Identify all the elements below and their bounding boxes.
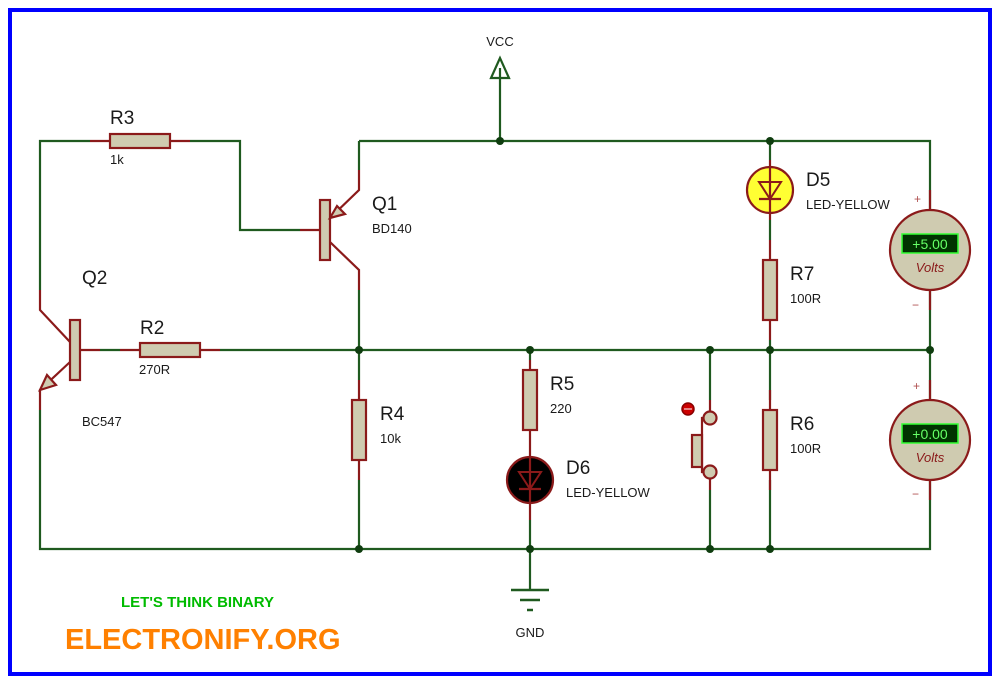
wires: [38, 68, 932, 590]
resistor-icon: [521, 368, 539, 432]
voltmeter-unit: Volts: [916, 260, 945, 275]
push-button-switch[interactable]: [681, 400, 718, 490]
gnd-terminal: GND: [511, 588, 549, 640]
r4-ref: R4: [380, 404, 405, 425]
junctions: [355, 137, 934, 553]
vcc-label: VCC: [486, 34, 513, 49]
d6-ref: D6: [566, 458, 590, 479]
emitter-arrow-icon: [37, 373, 58, 392]
tagline: LET'S THINK BINARY: [121, 594, 274, 611]
r2-ref: R2: [140, 318, 164, 339]
r5-value: 220: [550, 401, 572, 416]
r4-value: 10k: [380, 431, 401, 446]
gnd-label: GND: [516, 625, 545, 640]
resistor-r4[interactable]: R4 10k: [350, 380, 405, 480]
led-d5[interactable]: D5 LED-YELLOW: [745, 160, 891, 220]
q2-value: BC547: [82, 414, 122, 429]
r2-value: 270R: [139, 362, 170, 377]
sheet-border: [8, 8, 992, 676]
r7-value: 100R: [790, 291, 821, 306]
transistor-icon: [318, 198, 332, 262]
plus-terminal: +: [914, 192, 921, 206]
resistor-r3[interactable]: R3 1k: [90, 108, 190, 167]
voltmeter-display: [901, 423, 959, 444]
r6-ref: R6: [790, 414, 814, 435]
wire-r3-q1b: [190, 139, 300, 232]
vcc-arrow-icon: [489, 55, 511, 80]
r5-ref: R5: [550, 374, 574, 395]
resistor-r2[interactable]: R2 270R: [120, 318, 220, 377]
r6-value: 100R: [790, 441, 821, 456]
plus-terminal: +: [913, 379, 920, 393]
voltmeter-unit: Volts: [916, 450, 945, 465]
resistor-r6[interactable]: R6 100R: [761, 390, 821, 490]
q1-value: BD140: [372, 221, 412, 236]
voltmeter-reading: +5.00: [912, 236, 948, 252]
resistor-icon: [350, 398, 368, 462]
voltmeter-display: [901, 233, 959, 254]
led-d6[interactable]: D6 LED-YELLOW: [505, 455, 651, 520]
resistor-icon: [108, 132, 172, 150]
d5-ref: D5: [806, 170, 830, 191]
r3-value: 1k: [110, 152, 124, 167]
voltmeter-2[interactable]: +0.00 Volts + −: [888, 379, 972, 501]
minus-terminal: −: [912, 298, 919, 312]
emitter-arrow-icon: [327, 204, 348, 220]
resistor-icon: [761, 408, 779, 472]
resistor-icon: [761, 258, 779, 322]
r3-ref: R3: [110, 108, 134, 129]
transistor-icon: [68, 318, 82, 382]
q1-ref: Q1: [372, 194, 397, 215]
transistor-q2[interactable]: Q2 BC547: [37, 268, 122, 429]
r7-ref: R7: [790, 264, 814, 285]
vcc-terminal: VCC: [486, 34, 514, 80]
d6-value: LED-YELLOW: [566, 485, 651, 500]
gnd-rail: [38, 410, 932, 551]
resistor-icon: [138, 341, 202, 359]
site-brand: ELECTRONIFY.ORG: [65, 624, 341, 656]
resistor-r5[interactable]: R5 220: [521, 360, 574, 457]
minus-terminal: −: [912, 487, 919, 501]
vcc-rail: [359, 139, 932, 210]
resistor-r7[interactable]: R7 100R: [761, 240, 821, 340]
q2-ref: Q2: [82, 268, 107, 289]
voltmeter-1[interactable]: +5.00 Volts + −: [888, 190, 972, 312]
transistor-q1[interactable]: Q1 BD140: [300, 170, 412, 290]
voltmeter-reading: +0.00: [912, 426, 948, 442]
wire-q2c-r3: [38, 139, 90, 290]
d5-value: LED-YELLOW: [806, 197, 891, 212]
switch-icon: [690, 433, 704, 469]
